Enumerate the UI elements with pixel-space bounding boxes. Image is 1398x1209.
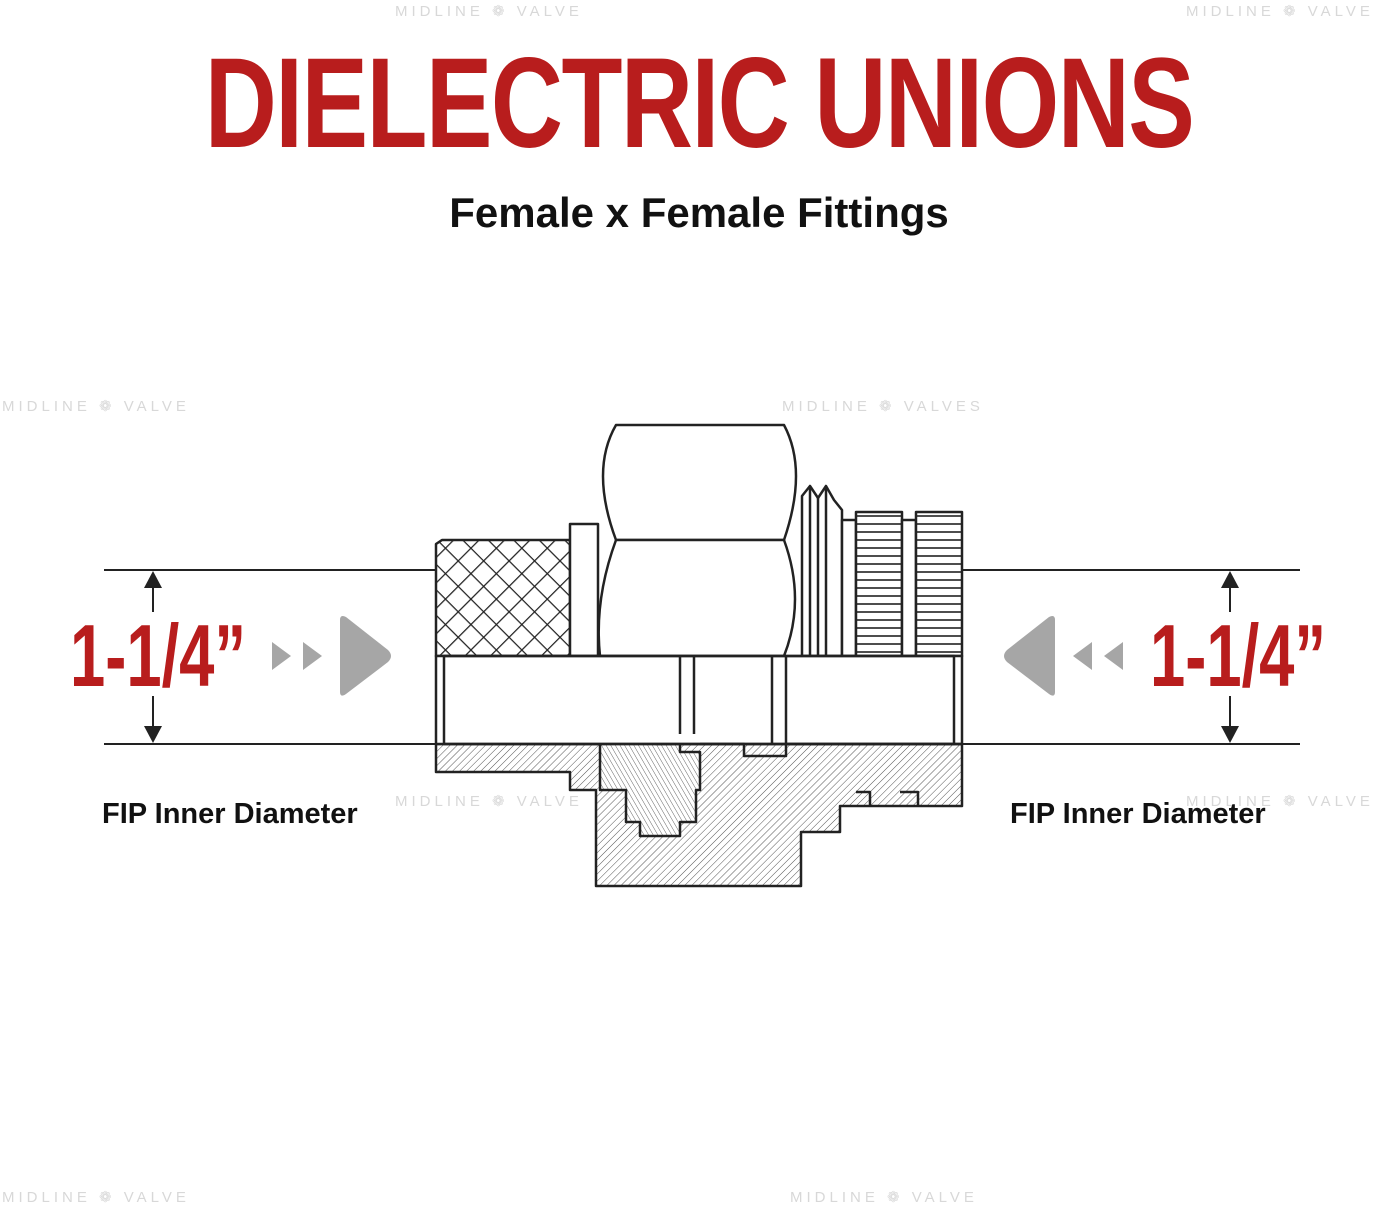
left-flow-arrows [272,616,391,696]
watermark: MIDLINE ❁ VALVE [395,3,583,20]
watermark: MIDLINE ❁ VALVE [1186,3,1374,20]
watermark: MIDLINE ❁ VALVES [782,398,984,415]
right-flow-arrows [1004,616,1123,696]
left-dimension-lines [104,569,436,745]
left-caption: FIP Inner Diameter [102,798,358,830]
page-title: DIELECTRIC UNIONS [204,32,1195,175]
watermark: MIDLINE ❁ VALVE [2,398,190,415]
watermark: MIDLINE ❁ VALVE [790,1189,978,1206]
right-size-label: 1-1/4” [1150,606,1327,705]
left-size-label: 1-1/4” [70,606,247,705]
right-arrowhead-up [1221,571,1239,588]
union-body [434,423,964,888]
left-arrowhead-up [144,571,162,588]
watermark: MIDLINE ❁ VALVE [1186,793,1374,810]
watermark: MIDLINE ❁ VALVE [2,1189,190,1206]
right-caption: FIP Inner Diameter [1010,798,1266,830]
page-subtitle: Female x Female Fittings [449,189,949,236]
watermark: MIDLINE ❁ VALVE [395,793,583,810]
right-arrowhead-down [1221,726,1239,743]
right-dimension-lines [962,569,1300,745]
left-arrowhead-down [144,726,162,743]
